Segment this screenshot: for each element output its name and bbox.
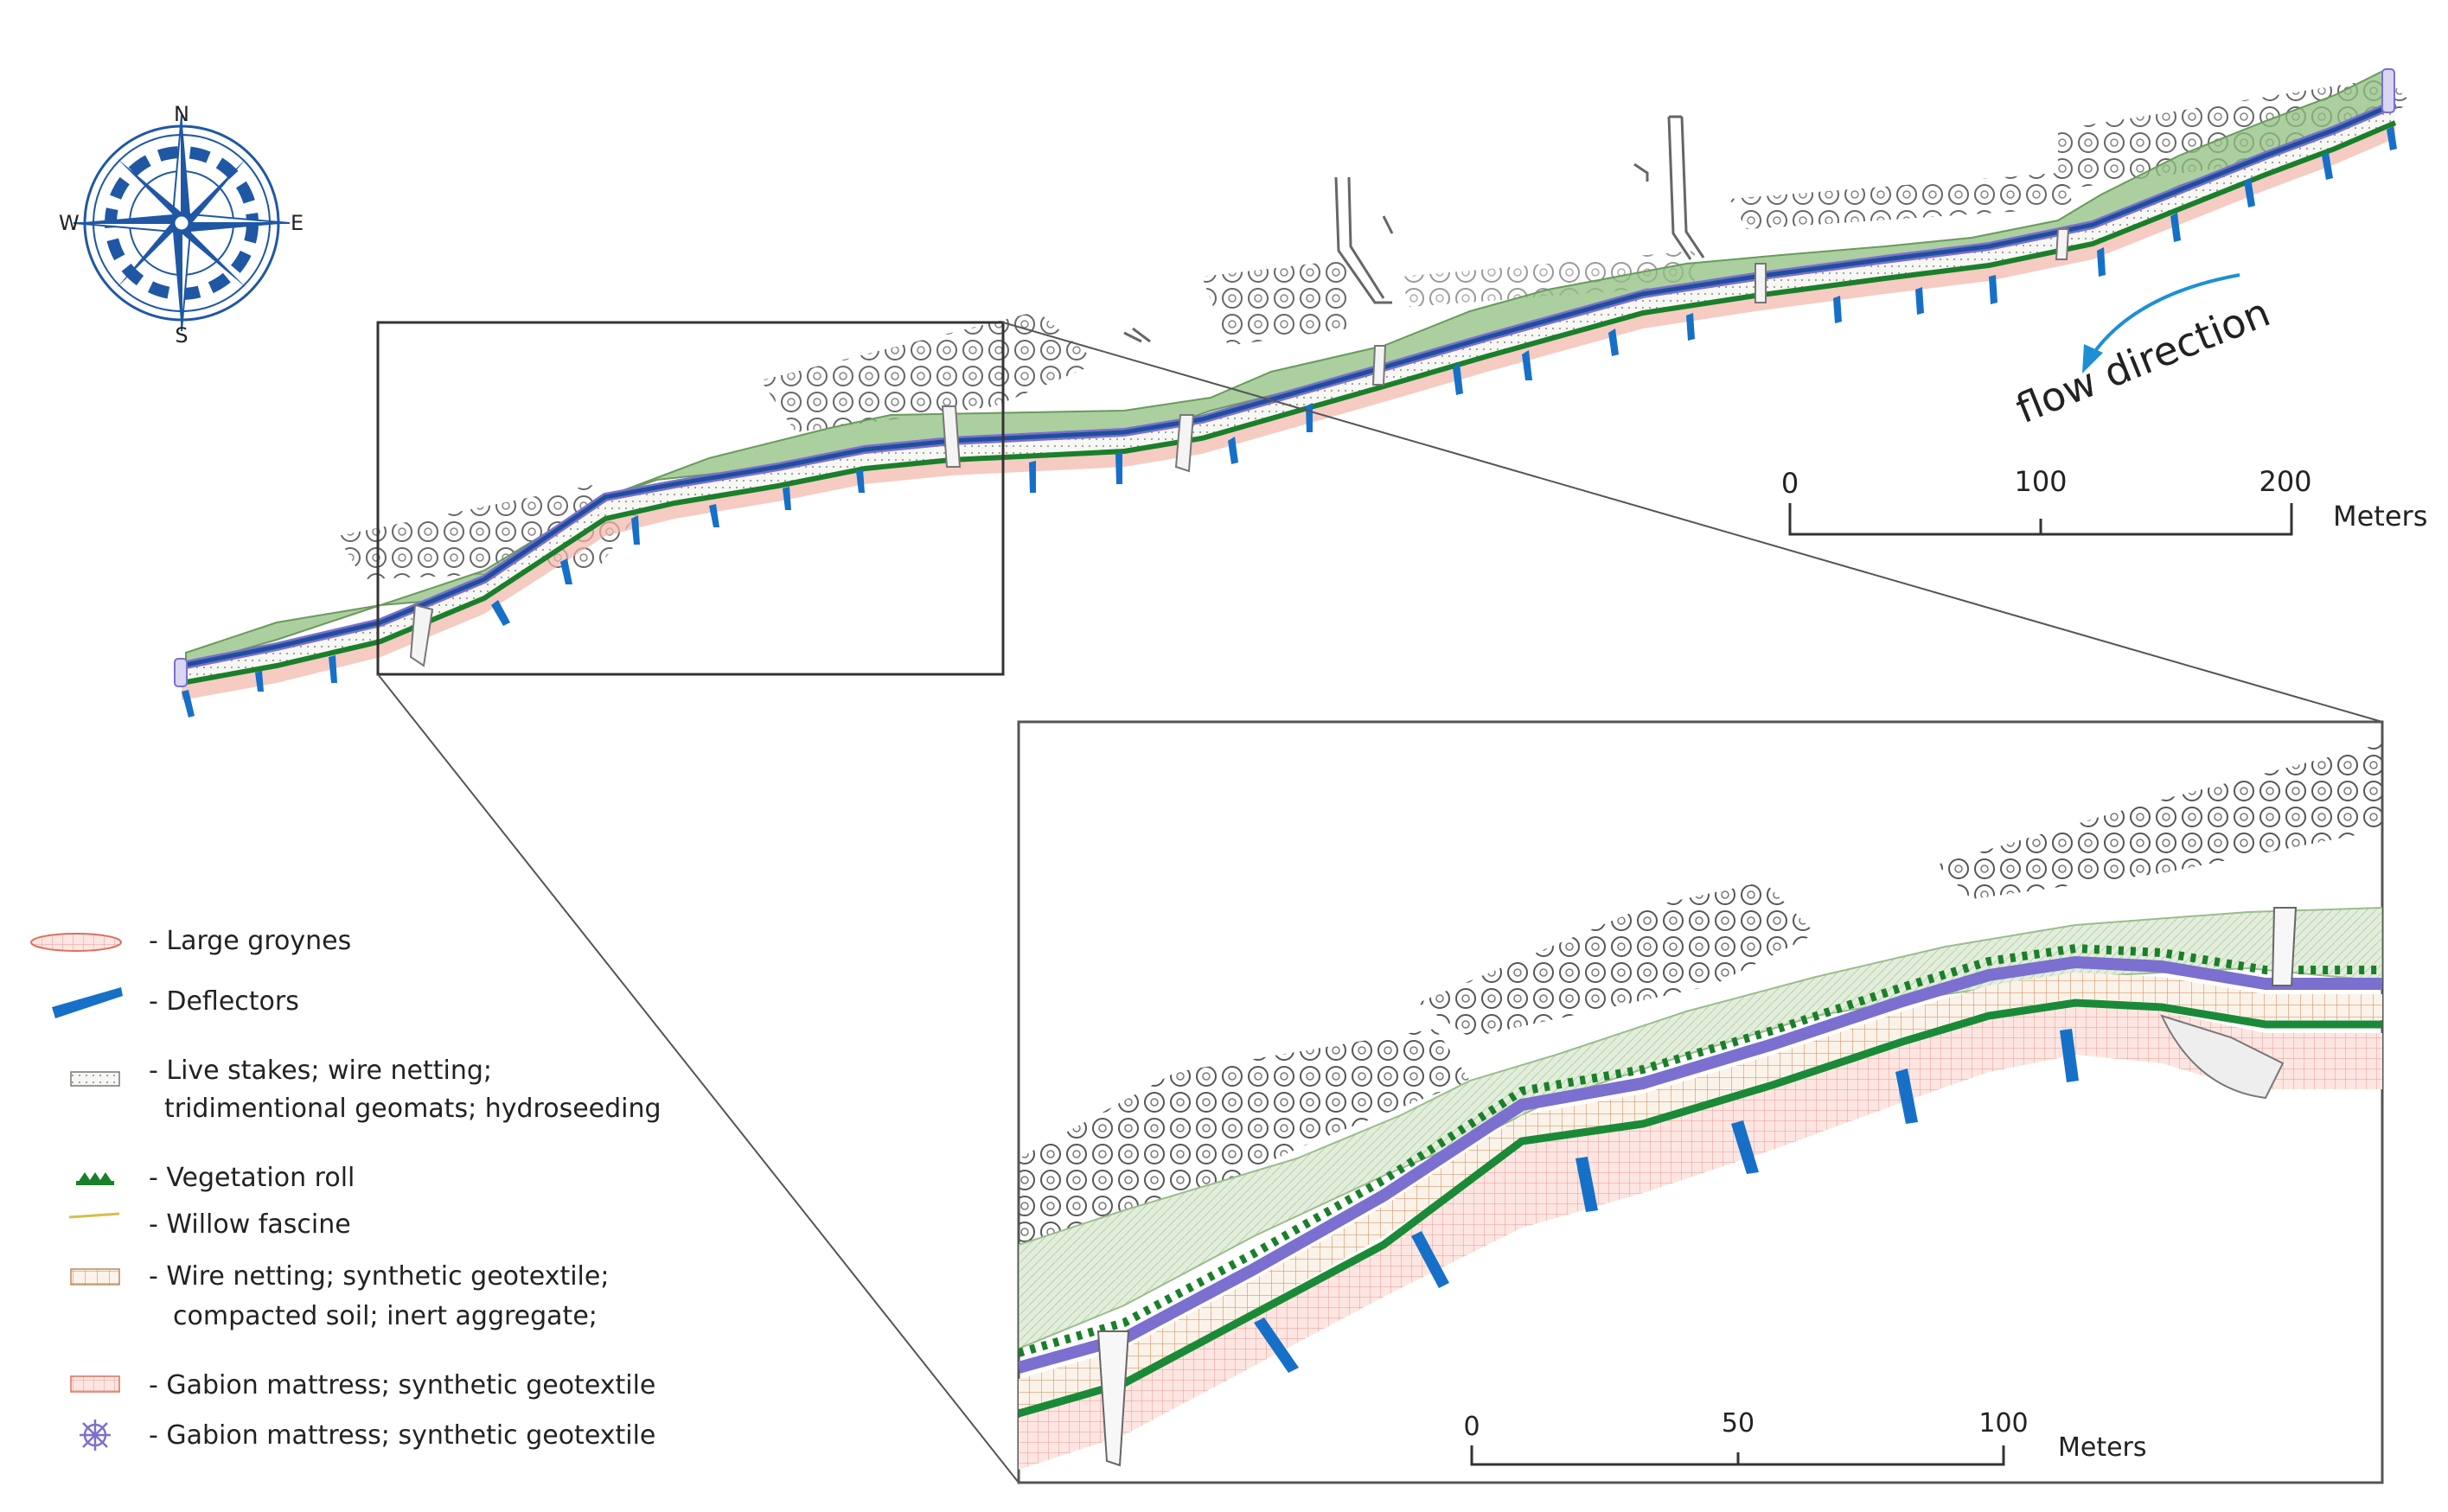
flow-direction: flow direction [2010,273,2276,432]
legend-symbol-wire-netting [70,1268,120,1286]
legend-symbol-deflectors [52,987,123,1018]
scale-main-unit: Meters [2333,500,2427,533]
deflectors-main [182,126,2397,718]
groyne-spurs [409,228,2070,667]
inset-wire-netting-band [1019,973,2382,1409]
compass-n: N [174,102,189,126]
scale-inset-tick-50: 50 [1722,1408,1755,1439]
inset-bank-area [1019,906,2382,1350]
legend-label-large-groynes: - Large groynes [149,926,351,956]
scale-main-tick-100: 100 [2014,465,2067,498]
scale-main-tick-200: 200 [2259,465,2311,498]
flow-arrow-head [2082,344,2103,373]
inset-groyne-left [1096,1330,1130,1467]
legend-label-willow-fascine: - Willow fascine [149,1209,351,1240]
legend-symbol-willow-fascine [68,1212,120,1219]
blue-band [181,101,2396,668]
inset-connector-bottom [377,673,1019,1483]
main-map [174,67,2413,1483]
legend-symbol-gabion-mattress-2 [80,1419,111,1451]
legend-symbol-gabion-mattress [70,1375,120,1393]
scale-bar-main: 0 100 200 Meters [1781,465,2427,536]
legend-label-wire-netting-1: - Wire netting; synthetic geotextile; [149,1261,609,1292]
scale-main-tick-0: 0 [1781,467,1799,500]
scale-bar-inset: 0 50 100 Meters [1463,1408,2147,1466]
gabion-cap-right [2381,68,2395,113]
structures [1123,115,1705,343]
inset-green-line [1019,998,2382,1418]
legend: - Large groynes - Deflectors - Live stak… [30,926,662,1451]
gabion-cap-left [174,658,188,687]
compass-s: S [175,323,188,348]
compass-w: W [59,211,80,235]
legend-label-deflectors: - Deflectors [149,986,299,1017]
legend-symbol-vegetation-roll [76,1172,114,1185]
inset-trees-mid [1418,882,1816,1037]
legend-symbol-large-groynes [30,933,122,952]
legend-label-gabion-mattress-2: - Gabion mattress; synthetic geotextile [149,1420,655,1451]
scale-inset-tick-0: 0 [1463,1412,1480,1442]
inset-vegetation-roll [1019,943,2382,1357]
flow-arrow [2091,273,2240,356]
legend-label-wire-netting-2: compacted soil; inert aggregate; [173,1301,598,1331]
legend-symbol-live-stakes [70,1071,120,1087]
inset-groyne-right [2271,907,2298,986]
inset-trees-left [1019,1029,1470,1254]
legend-label-vegetation-roll: - Vegetation roll [149,1163,355,1193]
inset-purple-band [1019,955,2382,1374]
vegetation-roll-line [181,120,2397,686]
inset-deflectors [1254,1029,2079,1373]
scale-inset-tick-100: 100 [1978,1408,2028,1439]
compass-rose: N S E W [59,102,304,348]
inset-connector-top [1002,322,2383,723]
inset-map [1017,720,2384,1484]
legend-label-live-stakes-2: tridimentional geomats; hydroseeding [164,1094,662,1124]
legend-label-gabion-mattress: - Gabion mattress; synthetic geotextile [149,1370,655,1400]
compass-e: E [291,211,304,235]
scale-inset-unit: Meters [2058,1432,2147,1463]
inset-extent-box [376,321,1005,676]
large-groyne-band [182,121,2395,700]
live-stakes-band [182,108,2395,683]
inset-outcrop [2160,1014,2285,1100]
inset-trees-right [1937,743,2382,899]
legend-label-live-stakes-1: - Live stakes; wire netting; [149,1056,492,1086]
